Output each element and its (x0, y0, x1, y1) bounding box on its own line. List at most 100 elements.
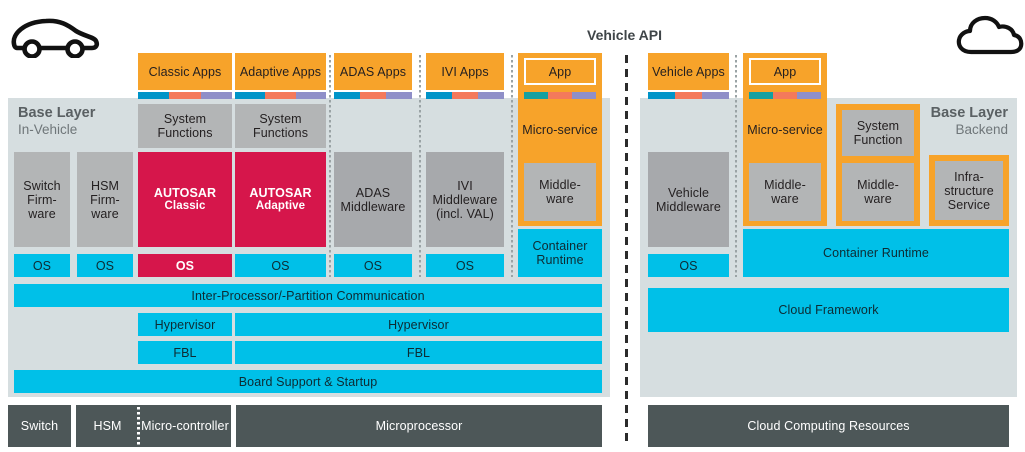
hardware-label-cloud-resources: Cloud Computing Resources (747, 419, 910, 433)
app-label-adas: ADAS Apps (339, 64, 407, 79)
vehicle-api-bar-vehicle-apps (648, 92, 729, 99)
vehicle-middleware-box[interactable]: Vehicle Middleware (648, 152, 729, 247)
cloud-icon (956, 15, 1024, 55)
column-separator-ivi (419, 55, 421, 277)
vehicle-api-bar-adaptive (235, 92, 326, 99)
hardware-microcontroller: Micro-controller (139, 405, 231, 447)
system-function-box[interactable]: System Function (842, 110, 914, 156)
left-base-layer-title: Base Layer (18, 105, 96, 121)
autosar-classic-sub: Classic (164, 200, 206, 213)
app-box-adas[interactable]: ADAS Apps (334, 53, 412, 90)
vehicle-api-bar-adas (334, 92, 412, 99)
system-functions-adaptive[interactable]: System Functions (235, 104, 326, 148)
os-box-autosar-adaptive[interactable]: OS (235, 254, 326, 277)
os-label-hsm: OS (95, 258, 115, 273)
microservice-app-box-right[interactable]: App (749, 58, 821, 85)
app-box-adaptive[interactable]: Adaptive Apps (235, 53, 326, 90)
cloud-framework-label: Cloud Framework (778, 303, 879, 317)
fbl-label-main: FBL (406, 345, 431, 360)
os-box-switch[interactable]: OS (14, 254, 70, 277)
system-function-middleware-label: Middle-ware (857, 178, 899, 206)
vehicle-api-title: Vehicle API (587, 27, 662, 43)
stack-label-hsm-firmware: HSM Firm-ware (90, 178, 120, 221)
microservice-title-label-right: Micro-service (747, 123, 823, 137)
fbl-main[interactable]: FBL (235, 341, 602, 364)
vehicle-api-bar-microservice-right (749, 92, 821, 99)
microservice-app-label-right: App (773, 64, 797, 79)
panel-divider (625, 55, 628, 447)
vehicle-api-bar-ivi (426, 92, 504, 99)
os-label-switch: OS (32, 258, 52, 273)
hypervisor-label-micro: Hypervisor (154, 317, 216, 332)
container-runtime-left[interactable]: Container Runtime (518, 229, 602, 277)
hardware-hsm: HSM (76, 405, 139, 447)
board-support-label: Board Support & Startup (238, 374, 378, 389)
fbl-label-micro: FBL (173, 345, 197, 360)
stack-box-hsm-firmware[interactable]: HSM Firm-ware (77, 152, 133, 247)
app-label-ivi: IVI Apps (441, 64, 489, 79)
system-functions-classic[interactable]: System Functions (138, 104, 232, 148)
hypervisor-main[interactable]: Hypervisor (235, 313, 602, 336)
os-box-adas[interactable]: OS (334, 254, 412, 277)
infrastructure-service-box[interactable]: Infra-structure Service (935, 161, 1003, 220)
app-box-classic[interactable]: Classic Apps (138, 53, 232, 90)
hardware-label-microprocessor: Microprocessor (375, 419, 463, 433)
board-support-bar[interactable]: Board Support & Startup (14, 370, 602, 393)
container-runtime-label-right: Container Runtime (823, 246, 929, 260)
vehicle-apps-box[interactable]: Vehicle Apps (648, 53, 729, 90)
hardware-cloud-resources[interactable]: Cloud Computing Resources (648, 405, 1009, 447)
vehicle-os-box[interactable]: OS (648, 254, 729, 277)
system-function-middleware[interactable]: Middle-ware (842, 163, 914, 221)
stack-box-ivi-middleware[interactable]: IVI Middleware (incl. VAL) (426, 152, 504, 247)
microservice-middleware-label-right: Middle-ware (764, 178, 806, 206)
os-label-ivi: OS (455, 258, 475, 273)
microservice-middleware-left[interactable]: Middle-ware (524, 163, 596, 221)
stack-label-switch-firmware: Switch Firm-ware (23, 178, 61, 221)
microservice-middleware-label-left: Middle-ware (539, 178, 581, 206)
stack-label-adas-middleware: ADAS Middleware (340, 185, 406, 214)
microservice-app-box-left[interactable]: App (524, 58, 596, 85)
stack-box-adas-middleware[interactable]: ADAS Middleware (334, 152, 412, 247)
microservice-title-right: Micro-service (745, 100, 825, 160)
microservice-middleware-right[interactable]: Middle-ware (749, 163, 821, 221)
right-base-layer-label: Base Layer Backend (877, 104, 1008, 139)
right-base-layer-subtitle: Backend (955, 122, 1008, 138)
microservice-title-label-left: Micro-service (522, 123, 598, 137)
os-box-hsm[interactable]: OS (77, 254, 133, 277)
app-box-ivi[interactable]: IVI Apps (426, 53, 504, 90)
ipc-bar[interactable]: Inter-Processor/-Partition Communication (14, 284, 602, 307)
microservice-app-label-left: App (548, 64, 572, 79)
hardware-label-hsm: HSM (93, 419, 122, 433)
autosar-adaptive-title: AUTOSAR (249, 186, 312, 201)
hardware-separator-hsm-mcu (137, 407, 140, 445)
fbl-micro[interactable]: FBL (138, 341, 232, 364)
system-functions-label-adaptive: System Functions (252, 112, 309, 140)
app-label-classic: Classic Apps (148, 64, 222, 79)
car-icon (11, 18, 100, 58)
stack-box-autosar-classic[interactable]: AUTOSAR Classic (138, 152, 232, 247)
autosar-classic-title: AUTOSAR (153, 186, 217, 201)
stack-box-autosar-adaptive[interactable]: AUTOSAR Adaptive (235, 152, 326, 247)
hardware-label-microcontroller: Micro-controller (141, 419, 229, 433)
hypervisor-micro[interactable]: Hypervisor (138, 313, 232, 336)
os-box-autosar-classic[interactable]: OS (138, 254, 232, 277)
container-runtime-right[interactable]: Container Runtime (743, 229, 1009, 277)
hardware-switch[interactable]: Switch (8, 405, 71, 447)
left-base-layer-label: Base Layer In-Vehicle (18, 104, 95, 139)
vehicle-apps-label: Vehicle Apps (652, 64, 725, 79)
right-base-layer-title: Base Layer (930, 105, 1008, 121)
cloud-framework-bar[interactable]: Cloud Framework (648, 288, 1009, 332)
vehicle-os-label: OS (679, 258, 698, 273)
system-functions-label-classic: System Functions (157, 112, 213, 140)
hardware-hsm-microcontroller[interactable] (76, 405, 231, 447)
hardware-microprocessor[interactable]: Microprocessor (236, 405, 602, 447)
hypervisor-label-main: Hypervisor (388, 317, 449, 332)
infrastructure-service-label: Infra-structure Service (944, 169, 994, 212)
stack-box-switch-firmware[interactable]: Switch Firm-ware (14, 152, 70, 247)
os-box-ivi[interactable]: OS (426, 254, 504, 277)
vehicle-middleware-label: Vehicle Middleware (656, 185, 721, 214)
left-base-layer-subtitle: In-Vehicle (18, 122, 78, 138)
microservice-title-left: Micro-service (520, 100, 600, 160)
stack-label-ivi-middleware: IVI Middleware (incl. VAL) (432, 178, 498, 221)
